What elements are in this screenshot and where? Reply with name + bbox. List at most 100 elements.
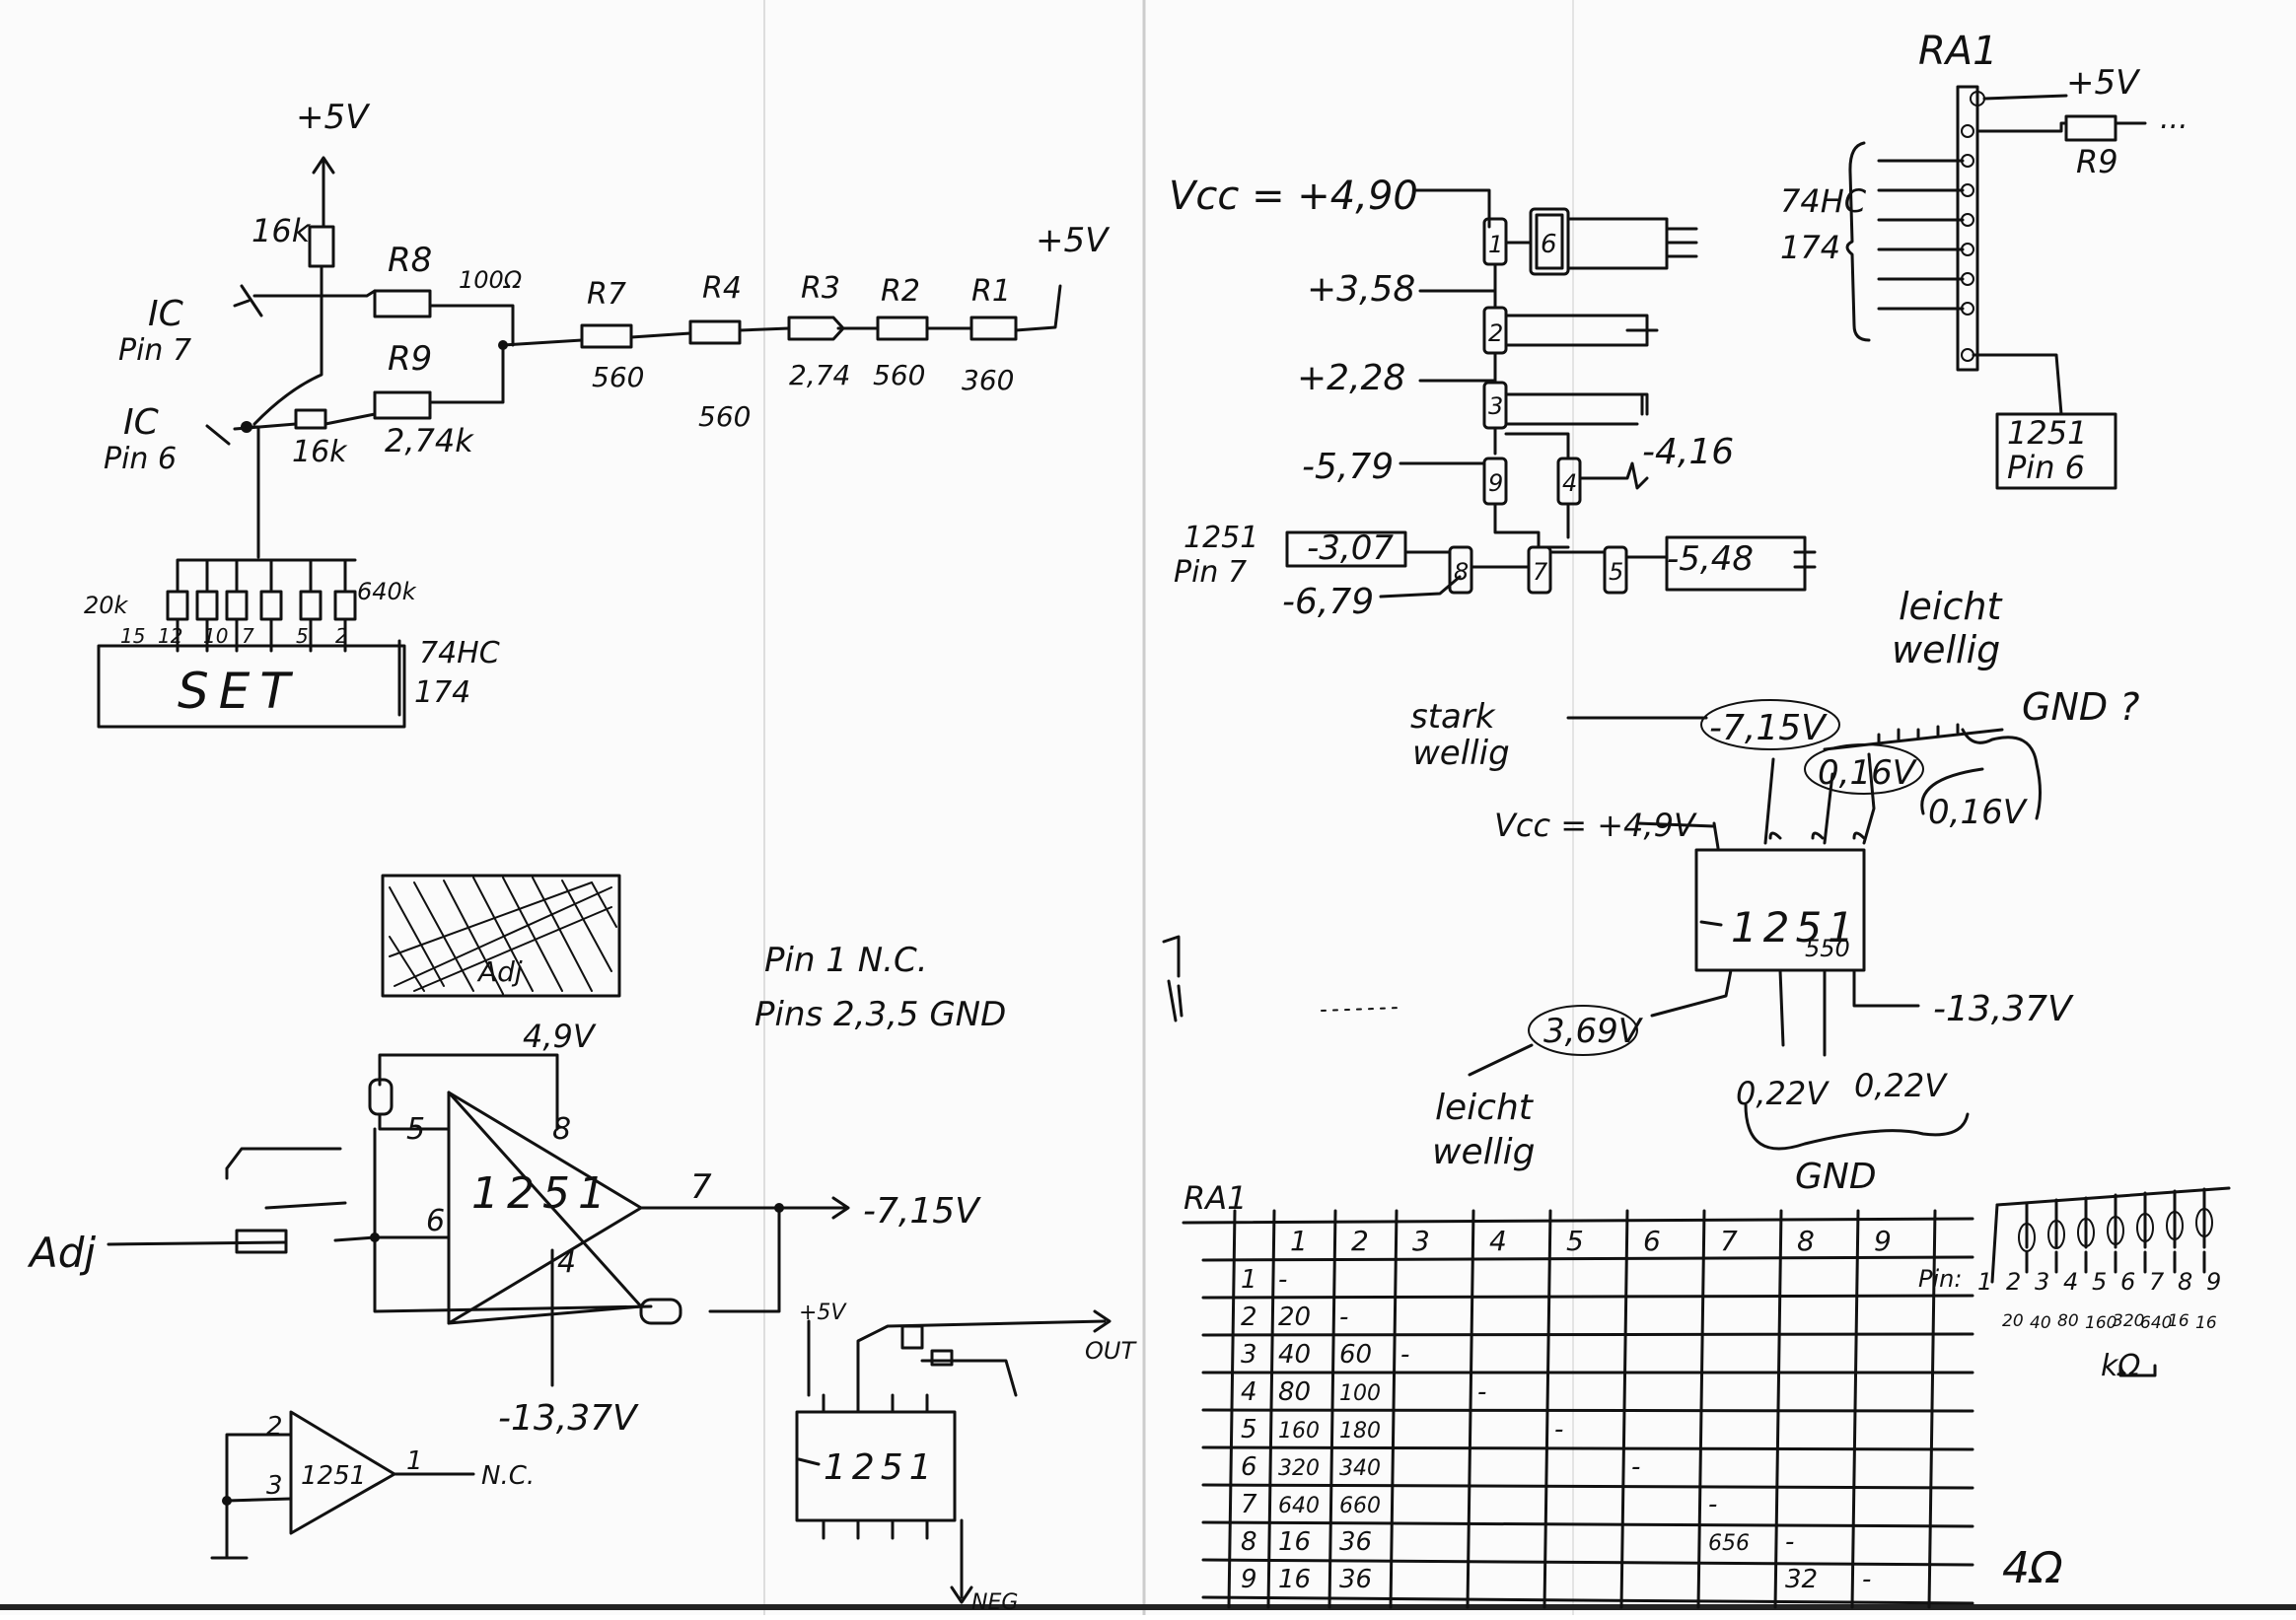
pin-number: 1 bbox=[406, 1446, 423, 1476]
divider-chain bbox=[1285, 188, 1817, 599]
note-pins-gnd: Pins 2,3,5 GND bbox=[754, 995, 1006, 1034]
table-row-header: 8 bbox=[1241, 1527, 1257, 1557]
table-cell: 80 bbox=[1278, 1377, 1311, 1407]
table-col-header: 1 bbox=[1290, 1225, 1308, 1257]
pin-array-pin-number: 9 bbox=[2206, 1268, 2221, 1296]
table-row-header: 9 bbox=[1241, 1565, 1257, 1594]
resistor-label-r7: R7 bbox=[587, 277, 626, 312]
nc-label: N.C. bbox=[481, 1461, 535, 1491]
table-cell: 340 bbox=[1339, 1456, 1381, 1481]
table-grid-line bbox=[1266, 1209, 1276, 1609]
ic-1251-pinout bbox=[1468, 699, 2042, 1151]
small-opamp bbox=[210, 1410, 475, 1560]
pin-number: 7 bbox=[1533, 558, 1548, 586]
dip-pin-number: 7 bbox=[242, 624, 254, 648]
voltage-label: 0,16V bbox=[1818, 753, 1918, 793]
table-grid-line bbox=[1201, 1595, 1974, 1605]
pin-number: 6 bbox=[1541, 230, 1557, 259]
table-cell: 20 bbox=[1278, 1303, 1311, 1332]
ic-74hc-label: 174 bbox=[414, 675, 470, 710]
voltage-label: -13,37V bbox=[498, 1398, 639, 1439]
table-cell: 160 bbox=[1278, 1419, 1320, 1444]
table-grid-line bbox=[1201, 1520, 1974, 1528]
table-grid-line bbox=[1773, 1209, 1783, 1609]
table-cell: - bbox=[1477, 1377, 1486, 1407]
resistor-value: 360 bbox=[962, 364, 1014, 396]
pin-array-value: 640 bbox=[2140, 1313, 2172, 1333]
table-grid-line bbox=[1619, 1209, 1629, 1609]
ic-74hc-label: 74HC bbox=[1780, 182, 1867, 220]
pin-number: 2 bbox=[1488, 319, 1503, 347]
dip-pin-number: 2 bbox=[335, 624, 348, 648]
voltage-label: 4,9V bbox=[523, 1018, 597, 1055]
pin-number: 8 bbox=[552, 1112, 571, 1147]
ic-label: 1251 bbox=[1184, 521, 1258, 555]
note-wellig: wellig bbox=[1412, 734, 1510, 773]
table-grid-line bbox=[1201, 1408, 1974, 1413]
pin-array-value: 20 bbox=[2002, 1311, 2024, 1331]
scribble bbox=[1162, 935, 1184, 1022]
resistor-label-r9: R9 bbox=[2076, 143, 2118, 180]
pin-array-value: 16 bbox=[2168, 1311, 2189, 1331]
table-grid-line bbox=[1927, 1209, 1937, 1609]
chip-label: 1251 bbox=[1731, 903, 1860, 951]
resistor-label-r1: R1 bbox=[971, 274, 1011, 309]
ic-74hc-label: 174 bbox=[1780, 229, 1840, 266]
pin-array-pin-number: 5 bbox=[2092, 1268, 2107, 1296]
ic-label: IC bbox=[148, 294, 184, 334]
resistor-value: 2,74 bbox=[789, 359, 850, 391]
note-wellig: wellig bbox=[1432, 1132, 1535, 1172]
ic-pin-label: Pin 7 bbox=[1174, 555, 1247, 590]
chip-label: 1251 bbox=[824, 1447, 938, 1488]
table-col-header: 3 bbox=[1412, 1225, 1430, 1257]
table-cell: 320 bbox=[1278, 1456, 1320, 1481]
voltage-label: 3,69V bbox=[1543, 1012, 1644, 1051]
pin-array-pin-number: 6 bbox=[2120, 1268, 2135, 1296]
resistor-label-r9: R9 bbox=[388, 339, 432, 379]
pin-array-value: 16 bbox=[2195, 1313, 2217, 1333]
pin-number: 6 bbox=[426, 1204, 445, 1238]
voltage-label: -5,79 bbox=[1302, 447, 1394, 487]
table-row-header: 6 bbox=[1241, 1452, 1257, 1482]
table-cell: 40 bbox=[1278, 1340, 1311, 1370]
pin-number: 4 bbox=[1562, 469, 1577, 497]
ellipsis: ... bbox=[2160, 102, 2188, 136]
dip-pin-number: 12 bbox=[158, 624, 182, 648]
table-grid-line bbox=[1201, 1445, 1974, 1451]
plus5v-label: +5V bbox=[296, 98, 371, 137]
pin-array-value: 320 bbox=[2113, 1311, 2144, 1331]
pin-array-pin-number: 8 bbox=[2178, 1268, 2192, 1296]
table-grid-line bbox=[1543, 1209, 1552, 1609]
adj-hatched-box bbox=[381, 874, 621, 998]
table-row-header: 5 bbox=[1241, 1415, 1257, 1444]
pin-array-pin-number: 7 bbox=[2149, 1268, 2165, 1296]
table-grid-line bbox=[1201, 1294, 1974, 1300]
unit-label: kΩ bbox=[2101, 1349, 2140, 1383]
table-cell: - bbox=[1400, 1340, 1409, 1370]
ic-pin-label: Pin 6 bbox=[104, 442, 177, 476]
table-cell: - bbox=[1339, 1303, 1348, 1332]
vcc-label: Vcc = +4,9V bbox=[1494, 807, 1697, 844]
pin-number: 5 bbox=[1609, 558, 1623, 586]
table-cell: 660 bbox=[1339, 1494, 1381, 1518]
table-col-header: 5 bbox=[1566, 1225, 1584, 1257]
table-cell: 32 bbox=[1785, 1565, 1818, 1594]
pin-array bbox=[1990, 1186, 2231, 1377]
table-grid-line bbox=[1182, 1217, 1974, 1225]
dotted-line bbox=[1321, 1007, 1401, 1012]
dip-pin-number: 15 bbox=[120, 624, 145, 648]
out-label: OUT bbox=[1085, 1337, 1137, 1365]
pin-number: 7 bbox=[690, 1167, 712, 1207]
resistor-value-100: 100Ω bbox=[459, 266, 523, 294]
resistor-value-16k: 16k bbox=[251, 212, 312, 249]
table-grid-line bbox=[1389, 1209, 1399, 1609]
table-cell: 36 bbox=[1339, 1565, 1372, 1594]
voltage-label: -4,16 bbox=[1642, 432, 1734, 472]
table-cell: - bbox=[1785, 1527, 1794, 1557]
table-col-header: 9 bbox=[1874, 1225, 1892, 1257]
opamp-triangle bbox=[447, 1091, 643, 1325]
table-grid-line bbox=[1201, 1255, 1974, 1262]
note-stark: stark bbox=[1410, 697, 1496, 737]
resistor-label-r2: R2 bbox=[881, 274, 920, 309]
